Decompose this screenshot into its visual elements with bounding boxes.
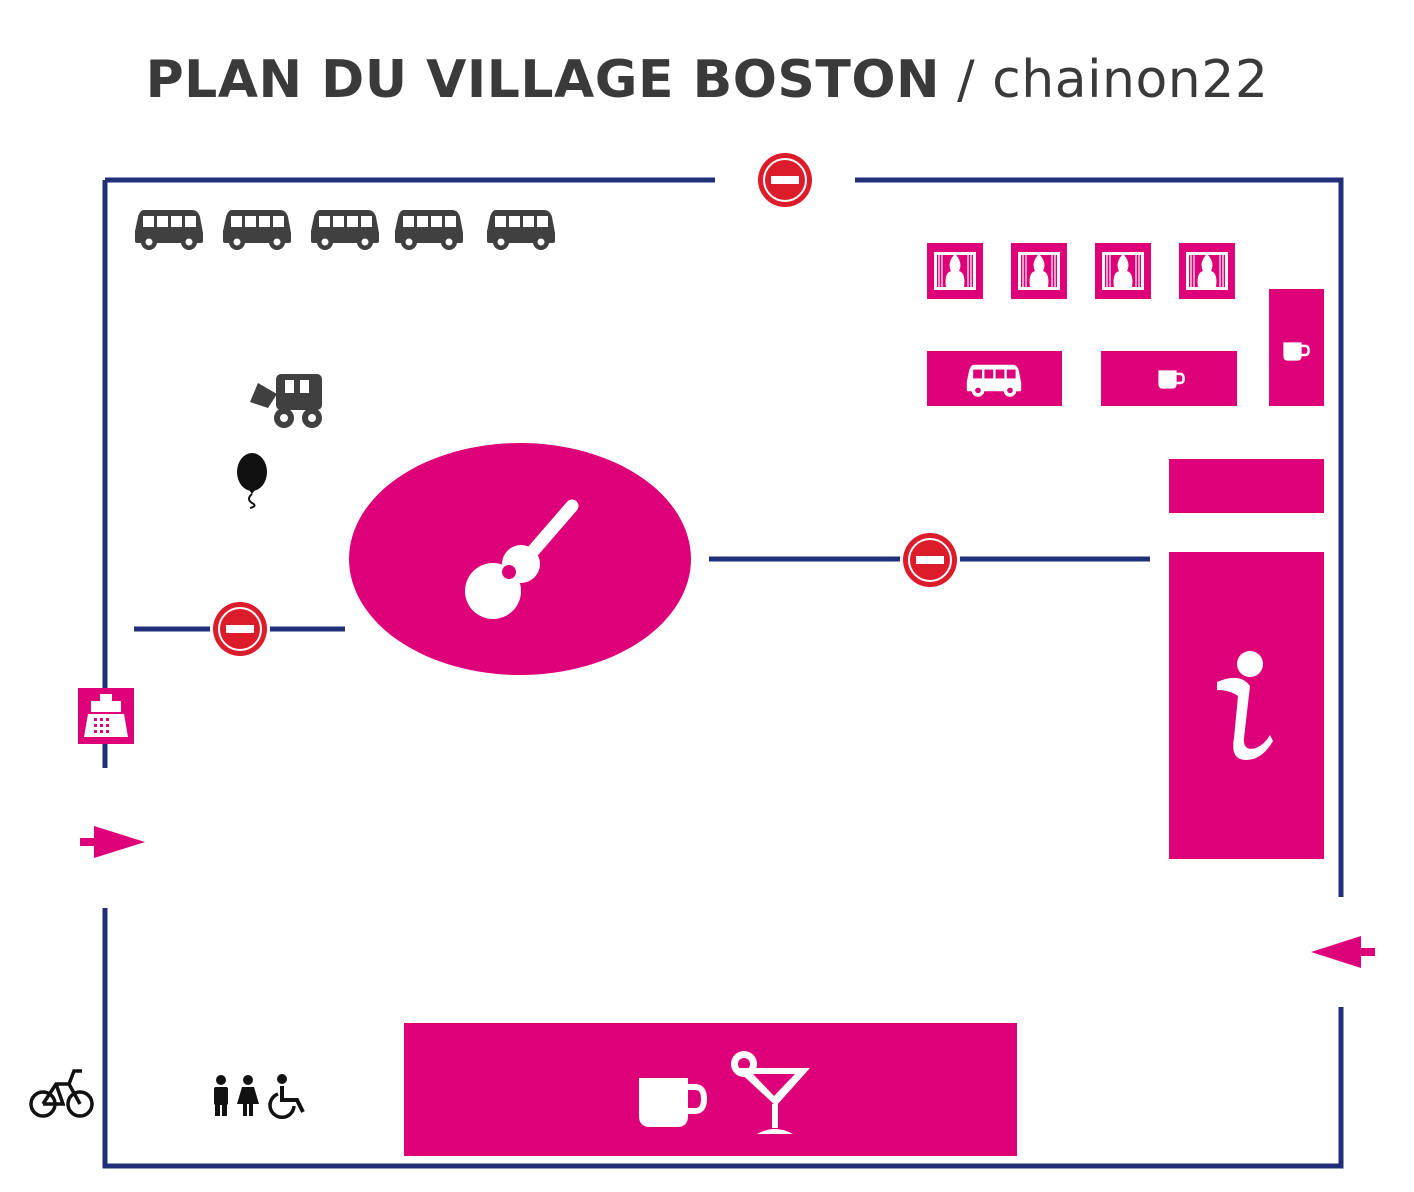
bulldozer-icon (250, 374, 322, 428)
page-title-sub: chainon22 (992, 50, 1269, 110)
balloon-icon (237, 453, 267, 509)
entrance-arrow-icon (80, 826, 145, 858)
bar-area[interactable] (404, 1023, 1017, 1156)
page-title: PLAN DU VILLAGE BOSTON / chainon22 (0, 50, 1414, 110)
bus-icon (135, 210, 203, 250)
no-entry-icon (899, 529, 961, 591)
guitar-icon (465, 499, 579, 619)
bicycle-icon (29, 1069, 94, 1118)
no-entry-icon (754, 149, 816, 211)
cash-register-icon (84, 694, 128, 737)
theatre-curtain-icon (1179, 243, 1235, 299)
cafe-kiosk[interactable] (1269, 289, 1324, 406)
bus-icon (311, 210, 379, 250)
stand-block[interactable] (1169, 459, 1324, 513)
coffee-cup-icon (639, 1078, 708, 1127)
theatre-curtain-icon (1011, 243, 1067, 299)
information-stand[interactable] (1169, 552, 1324, 859)
cocktail-icon (731, 1051, 810, 1134)
toilets-icon (214, 1075, 259, 1116)
cafe-stand[interactable] (1101, 351, 1237, 406)
ticket-office[interactable] (78, 688, 134, 744)
theatre-curtain-icon (1095, 243, 1151, 299)
page-title-main: PLAN DU VILLAGE BOSTON (145, 50, 941, 110)
wall-bottom (102, 908, 1344, 1169)
entrance-arrow-icon (1311, 936, 1375, 968)
bus-icon (395, 210, 463, 250)
stage-area[interactable] (349, 443, 691, 675)
page-title-separator: / (957, 50, 976, 110)
bus-stand[interactable] (927, 351, 1062, 406)
information-icon (1217, 651, 1273, 760)
bus-icon (223, 210, 291, 250)
wall-top-right (855, 177, 1344, 897)
theatre-curtain-icon (927, 243, 983, 299)
no-entry-icon (209, 598, 271, 660)
bus-icon (487, 210, 555, 250)
wheelchair-icon (268, 1074, 305, 1120)
